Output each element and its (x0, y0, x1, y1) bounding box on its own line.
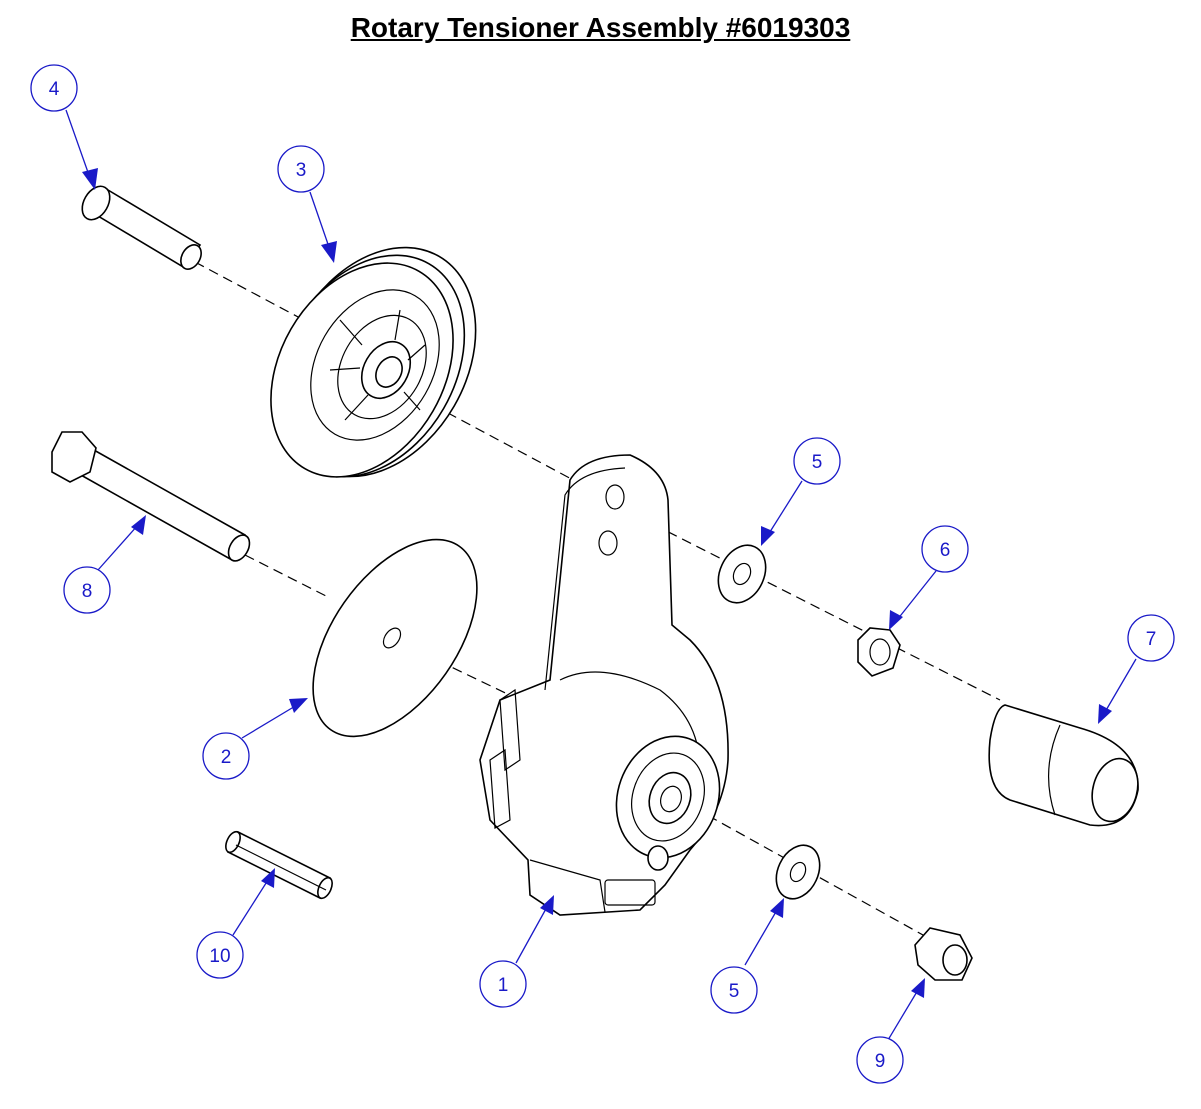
leader-lines (65, 109, 1137, 1041)
balloon-1: 1 (479, 960, 527, 1008)
balloon-3: 3 (277, 145, 325, 193)
part-5-washer-lower (775, 844, 821, 900)
part-7-knob (988, 704, 1139, 827)
part-1-tensioner-body (479, 454, 729, 916)
svg-text:10: 10 (209, 946, 230, 967)
svg-text:1: 1 (498, 975, 509, 996)
svg-text:5: 5 (729, 981, 740, 1002)
balloon-5-lower: 5 (710, 966, 758, 1014)
part-9-hex-nut (914, 927, 973, 981)
svg-text:7: 7 (1146, 629, 1157, 650)
balloon-9: 9 (856, 1036, 904, 1084)
part-3-pulley (270, 246, 477, 478)
svg-text:3: 3 (296, 160, 307, 181)
part-4-pin (81, 185, 202, 270)
part-10-roll-pin (225, 830, 333, 900)
balloon-4: 4 (30, 64, 78, 112)
part-8-bolt (51, 431, 251, 562)
part-6-lock-nut (857, 627, 901, 677)
part-2-disc (312, 538, 478, 738)
svg-text:4: 4 (49, 79, 60, 100)
page-title: Rotary Tensioner Assembly #6019303 (350, 12, 851, 43)
svg-text:2: 2 (221, 747, 232, 768)
balloon-8: 8 (63, 566, 111, 614)
balloon-7: 7 (1127, 614, 1175, 662)
balloon-6: 6 (921, 525, 969, 573)
balloon-10: 10 (196, 931, 244, 979)
svg-text:5: 5 (812, 452, 823, 473)
svg-text:8: 8 (82, 581, 93, 602)
svg-text:6: 6 (940, 540, 951, 561)
balloon-2: 2 (202, 732, 250, 780)
part-5-washer-upper (717, 544, 767, 604)
balloon-5-upper: 5 (793, 437, 841, 485)
svg-text:9: 9 (875, 1051, 886, 1072)
